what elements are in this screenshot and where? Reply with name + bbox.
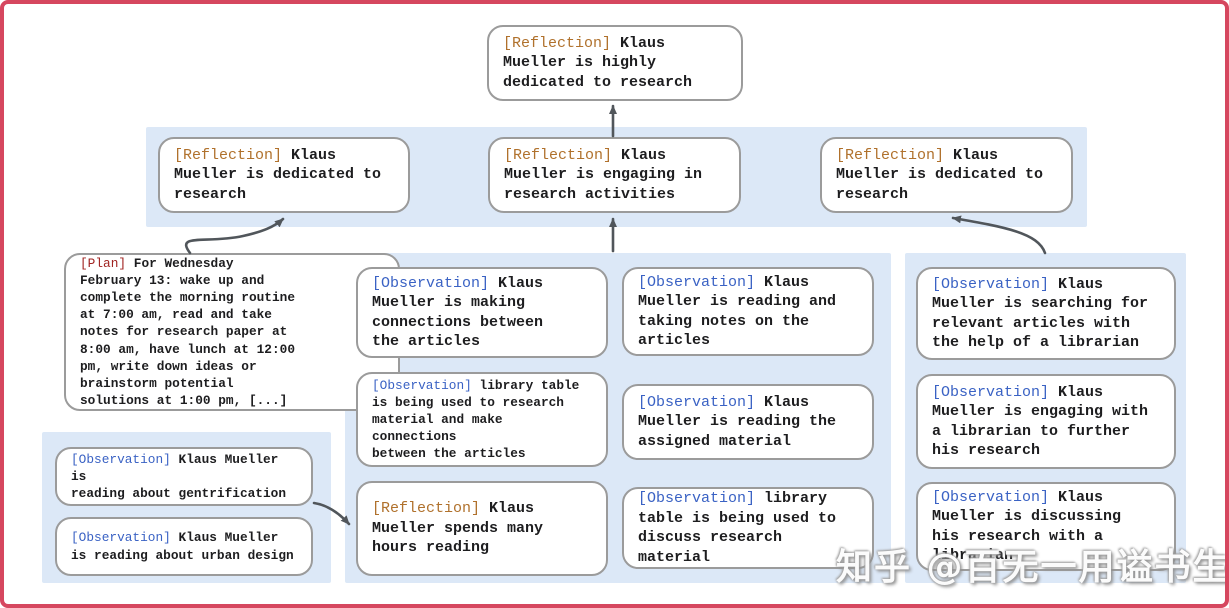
node-text: For Wednesday February 13: wake up and c…: [80, 255, 296, 409]
node-observation-library-table-research: [Observation] library table is being use…: [356, 372, 608, 467]
observation-tag: [Observation]: [932, 383, 1050, 401]
node-observation-searching-articles: [Observation] Klaus Mueller is searching…: [916, 267, 1176, 360]
node-text: Klaus Mueller is reading about urban des…: [71, 530, 294, 563]
node-text: library table is being used to research …: [372, 377, 580, 462]
reflection-tag: [Reflection]: [503, 34, 612, 52]
node-top-reflection: [Reflection] Klaus Mueller is highly ded…: [487, 25, 743, 101]
observation-tag: [Observation]: [638, 273, 756, 291]
node-text: Klaus Mueller is reading the assigned ma…: [638, 393, 837, 450]
node-text: Klaus Mueller is dedicated to research: [836, 146, 1044, 203]
observation-tag: [Observation]: [638, 393, 756, 411]
observation-tag: [Observation]: [932, 488, 1050, 506]
node-text: Klaus Mueller is making connections betw…: [372, 274, 544, 351]
observation-tag: [Observation]: [71, 451, 171, 467]
plan-tag: [Plan]: [80, 255, 127, 271]
node-text: Klaus Mueller is searching for relevant …: [932, 275, 1149, 352]
node-reflection-1: [Reflection] Klaus Mueller is dedicated …: [158, 137, 410, 213]
reflection-tag: [Reflection]: [836, 146, 945, 164]
node-observation-engaging-librarian: [Observation] Klaus Mueller is engaging …: [916, 374, 1176, 469]
reflection-tag: [Reflection]: [504, 146, 613, 164]
node-observation-urban-design: [Observation] Klaus Mueller is reading a…: [55, 517, 313, 576]
node-observation-assigned-material: [Observation] Klaus Mueller is reading t…: [622, 384, 874, 460]
zhihu-watermark: 知乎 @百无一用谥书生: [836, 547, 1229, 588]
node-plan: [Plan] For Wednesday February 13: wake u…: [64, 253, 400, 411]
node-reflection-hours-reading: [Reflection] Klaus Mueller spends many h…: [356, 481, 608, 576]
node-text: Klaus Mueller is discussing his research…: [932, 488, 1122, 565]
observation-tag: [Observation]: [638, 490, 756, 507]
observation-tag: [Observation]: [932, 275, 1050, 293]
node-observation-taking-notes: [Observation] Klaus Mueller is reading a…: [622, 267, 874, 356]
observation-tag: [Observation]: [71, 530, 171, 546]
node-text: Klaus Mueller is reading about gentrific…: [71, 451, 287, 502]
node-observation-discussing-librarian: [Observation] Klaus Mueller is discussin…: [916, 482, 1176, 571]
node-text: Klaus Mueller is reading and taking note…: [638, 273, 837, 350]
observation-tag: [Observation]: [372, 377, 472, 393]
node-text: library table is being used to discuss r…: [638, 490, 837, 566]
node-observation-discuss-material: [Observation] library table is being use…: [622, 487, 874, 569]
node-text: Klaus Mueller is dedicated to research: [174, 146, 382, 203]
node-reflection-3: [Reflection] Klaus Mueller is dedicated …: [820, 137, 1073, 213]
node-text: Klaus Mueller is engaging with a librari…: [932, 383, 1149, 460]
node-text: Klaus Mueller is highly dedicated to res…: [503, 34, 693, 91]
node-text: Klaus Mueller is engaging in research ac…: [504, 146, 703, 203]
reflection-tag: [Reflection]: [372, 500, 481, 518]
node-reflection-2: [Reflection] Klaus Mueller is engaging i…: [488, 137, 741, 213]
observation-tag: [Observation]: [372, 274, 490, 292]
node-observation-gentrification: [Observation] Klaus Mueller is reading a…: [55, 447, 313, 506]
reflection-tag: [Reflection]: [174, 146, 283, 164]
node-observation-making-connections: [Observation] Klaus Mueller is making co…: [356, 267, 608, 358]
node-text: Klaus Mueller spends many hours reading: [372, 500, 544, 557]
